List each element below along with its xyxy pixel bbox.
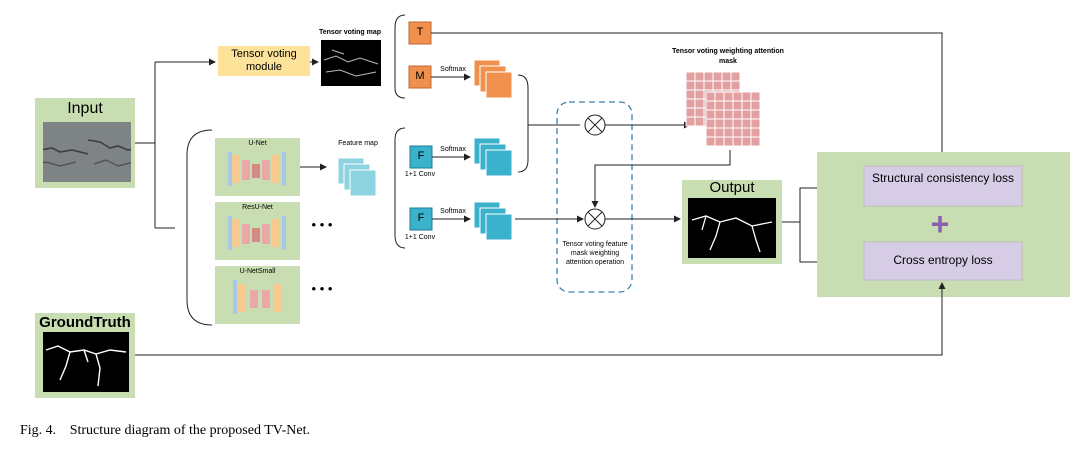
ground-truth-image: [43, 332, 129, 392]
input-label: Input: [67, 100, 103, 117]
m-label: M: [415, 70, 425, 82]
figure-caption: Fig. 4. Structure diagram of the propose…: [20, 423, 310, 439]
softmax-label-1: Softmax: [440, 146, 466, 153]
tensor-voting-map-label: Tensor voting map: [318, 29, 382, 36]
plus-sign: +: [930, 206, 950, 242]
ground-truth-label: GroundTruth: [39, 314, 131, 331]
structural-loss-label: Structural consistency loss: [871, 171, 1015, 185]
operation-dashed-box: [556, 101, 633, 293]
figure-label: Fig. 4.: [20, 423, 57, 438]
tensor-voting-module-label: Tensor voting module: [231, 48, 297, 73]
otimes-1: [584, 114, 606, 136]
softmax-label-2: Softmax: [440, 208, 466, 215]
conv-label-1: 1+1 Conv: [404, 171, 436, 178]
cross-entropy-loss-label: Cross entropy loss: [893, 253, 993, 267]
figure-caption-text: Structure diagram of the proposed TV-Net…: [69, 423, 310, 438]
weighting-mask-label: Tensor voting weighting attention mask: [672, 48, 784, 65]
ellipsis-1: • • •: [311, 217, 333, 232]
feature-map-label: Feature map: [338, 140, 378, 147]
ground-truth-cracks: [45, 345, 127, 387]
network-resunet-thumb: [215, 202, 300, 260]
cross-entropy-loss-box: [863, 241, 1023, 281]
output-image: [688, 198, 776, 258]
ellipsis-2: • • •: [311, 281, 333, 296]
network-label-unetsmall: U-NetSmall: [239, 268, 276, 275]
f-label-1: F: [417, 150, 425, 162]
t-label: T: [416, 26, 424, 38]
input-image: [43, 122, 131, 182]
structural-loss-box: [863, 165, 1023, 207]
tensor-voting-module-box: [218, 46, 310, 76]
operation-label: Tensor voting feature mask weighting att…: [562, 241, 628, 266]
softmax-label-m: Softmax: [440, 66, 466, 73]
f-label-2: F: [417, 212, 425, 224]
network-unet-thumb: [215, 138, 300, 196]
output-label: Output: [709, 179, 755, 196]
network-unetsmall-thumb: [215, 266, 300, 324]
weighting-mask-grid: [685, 71, 761, 147]
network-label-unet: U-Net: [248, 140, 267, 147]
tensor-voting-map-image: [321, 40, 381, 86]
conv-label-2: 1+1 Conv: [404, 234, 436, 241]
network-label-resunet: ResU-Net: [242, 204, 273, 211]
otimes-2: [584, 208, 606, 230]
